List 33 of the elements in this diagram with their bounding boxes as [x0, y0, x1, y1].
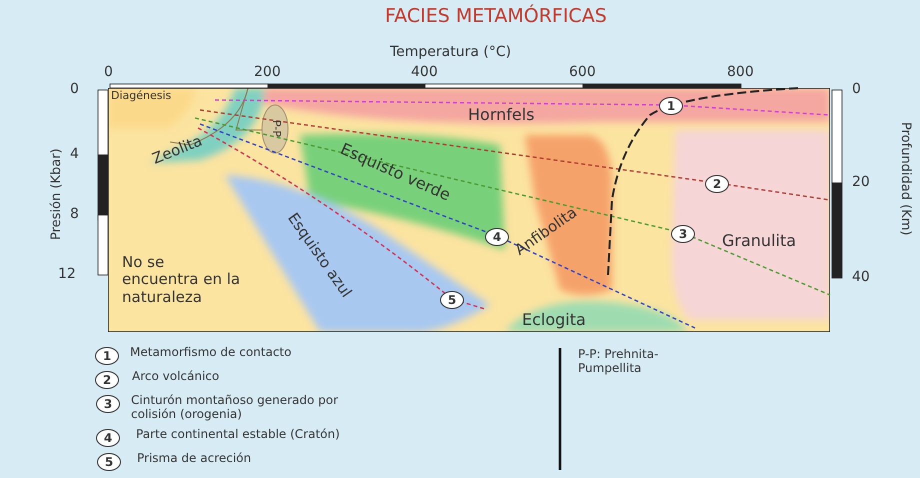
- tick-label: 8: [70, 206, 79, 222]
- tick-label: 200: [254, 64, 281, 80]
- region-label: Granulita: [722, 232, 796, 250]
- diagram-title: FACIES METAMÓRFICAS: [385, 6, 607, 28]
- region-label: Hornfels: [468, 106, 535, 124]
- note-text: P-P: Prehnita-Pumpellita: [578, 348, 660, 376]
- legend-marker: 2: [95, 371, 119, 389]
- tick-label: 12: [58, 266, 76, 282]
- region-label: Diagénesis: [111, 90, 172, 103]
- tick-label: 600: [569, 64, 596, 80]
- legend-marker: 1: [95, 347, 119, 365]
- tick-label: 40: [852, 269, 870, 286]
- legend-text: Parte continental estable (Cratón): [136, 428, 340, 442]
- legend-marker: 5: [97, 453, 121, 471]
- tick-label: 800: [727, 64, 754, 80]
- tick-label: 0: [70, 81, 79, 98]
- tick-label: 20: [852, 174, 870, 190]
- tick-label: 4: [70, 146, 79, 162]
- axis-title: Temperatura (°C): [390, 44, 512, 60]
- legend-text: Arco volcánico: [132, 370, 220, 384]
- legend-marker: 4: [96, 429, 120, 447]
- axis-title: Presión (Kbar): [50, 148, 65, 240]
- axis-title: Profundidad (Km): [897, 122, 912, 236]
- region-label: Eclogita: [522, 311, 586, 330]
- legend-text: Cinturón montañoso generado por colisión (orogenia): [131, 394, 340, 422]
- legend-marker: 3: [96, 395, 120, 413]
- tick-label: 400: [411, 64, 438, 80]
- tick-label: 0: [852, 81, 861, 98]
- region-label: No se encuentra en la naturaleza: [122, 254, 242, 306]
- region-label: P-P: [269, 120, 282, 137]
- legend-text: Metamorfismo de contacto: [130, 346, 292, 360]
- legend-text: Prisma de acreción: [137, 452, 252, 466]
- tick-label: 0: [104, 64, 113, 80]
